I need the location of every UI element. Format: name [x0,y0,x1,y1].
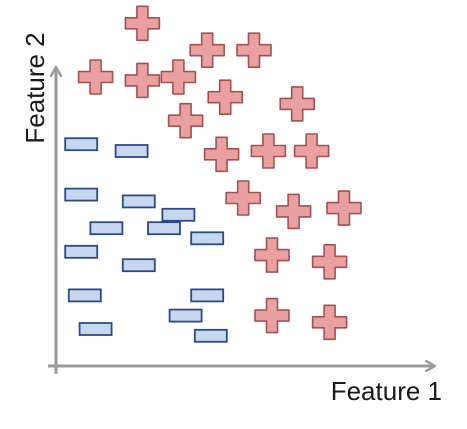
plus-icon-point-17 [311,243,348,280]
minus-icon-point-12 [190,288,225,303]
minus-icon-point-1 [64,137,99,152]
minus-icon-point-14 [78,322,113,336]
plus-icon-point-15 [326,190,362,226]
plus-icon-point-4 [77,59,114,95]
minus-icon-point-10 [121,258,156,273]
data-points-layer [64,5,362,343]
y-axis-label: Feature 2 [20,32,50,143]
minus-icon-point-7 [147,221,181,236]
plus-icon-point-13 [225,180,261,216]
minus-icon-point-15 [193,328,228,343]
plus-icon-point-12 [293,133,330,169]
minus-icon-point-6 [89,221,124,236]
plus-icon-point-19 [311,304,348,341]
plus-icon-point-2 [189,32,225,69]
minus-icon-point-5 [161,207,196,222]
x-axis-label: Feature 1 [331,376,442,406]
minus-icon-point-11 [67,288,102,303]
plus-icon-point-16 [254,237,290,273]
minus-icon-point-9 [64,244,99,259]
plus-icon-point-18 [254,297,290,334]
plus-icon-point-8 [279,86,316,122]
minus-icon-point-4 [121,194,156,209]
plus-icon-point-14 [275,193,312,230]
plus-icon-point-10 [203,136,240,173]
plus-icon-point-3 [236,32,272,69]
minus-icon-point-2 [114,144,149,158]
minus-icon-point-13 [168,308,203,323]
plus-icon-point-6 [160,59,197,95]
plus-icon-point-7 [207,79,243,115]
plus-icon-point-1 [124,5,161,42]
plus-icon-point-11 [250,133,287,169]
plus-icon-point-9 [167,102,204,139]
plus-icon-point-5 [124,62,161,99]
minus-icon-point-3 [64,187,99,202]
minus-icon-point-8 [190,231,225,246]
